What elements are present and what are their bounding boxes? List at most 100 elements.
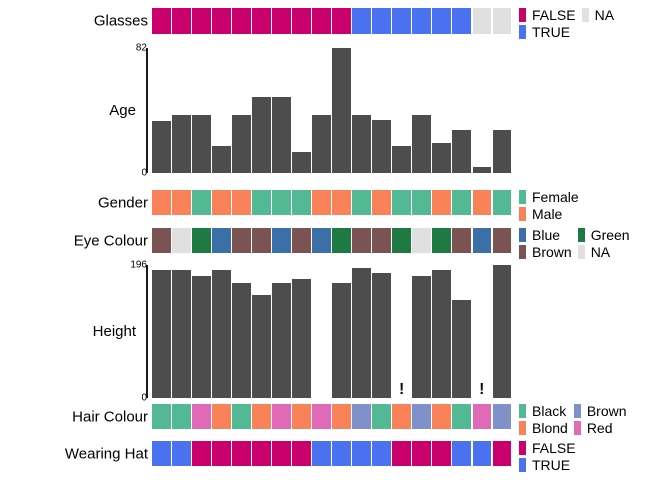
bar-slot[interactable] [172, 265, 191, 398]
tile-cell[interactable] [332, 404, 351, 429]
bar-slot[interactable] [252, 265, 271, 398]
tile-cell[interactable] [212, 8, 231, 34]
tile-cell[interactable] [172, 441, 191, 466]
tile-cell[interactable] [392, 190, 411, 215]
legend-item[interactable]: TRUE [519, 23, 576, 40]
legend-item[interactable]: Blond [519, 419, 568, 436]
bar-slot[interactable] [392, 48, 411, 173]
tile-cell[interactable] [452, 404, 471, 429]
tile-cell[interactable] [332, 190, 351, 215]
bar-slot[interactable]: ! [473, 265, 492, 398]
tile-cell[interactable] [332, 441, 351, 466]
tile-cell[interactable] [292, 8, 311, 34]
tile-cell[interactable] [292, 228, 311, 253]
legend-item[interactable]: Green [577, 226, 630, 243]
tile-cell[interactable] [412, 228, 431, 253]
tile-cell[interactable] [412, 8, 431, 34]
tile-cell[interactable] [232, 404, 251, 429]
bar-slot[interactable] [492, 48, 512, 173]
tile-cell[interactable] [332, 228, 351, 253]
bar-slot[interactable] [332, 48, 351, 173]
tile-cell[interactable] [372, 441, 391, 466]
tile-cell[interactable] [472, 441, 492, 466]
tile-cell[interactable] [412, 441, 431, 466]
bar-slot[interactable] [312, 265, 331, 398]
tile-cell[interactable] [152, 228, 171, 253]
tile-cell[interactable] [252, 8, 271, 34]
tile-cell[interactable] [312, 190, 331, 215]
bar-slot[interactable] [212, 265, 231, 398]
bar-slot[interactable] [192, 48, 211, 173]
tile-cell[interactable] [332, 8, 351, 34]
tile-cell[interactable] [192, 404, 211, 429]
tile-cell[interactable] [412, 190, 431, 215]
bar-slot[interactable] [412, 48, 431, 173]
tile-cell[interactable] [272, 441, 291, 466]
tile-cell[interactable] [432, 8, 451, 34]
tile-cell[interactable] [212, 441, 231, 466]
tile-cell[interactable] [372, 8, 391, 34]
tile-cell[interactable] [452, 228, 471, 253]
tile-cell[interactable] [352, 228, 371, 253]
tile-cell[interactable] [252, 404, 271, 429]
tile-cell[interactable] [432, 190, 451, 215]
tile-cell[interactable] [232, 228, 251, 253]
bar-slot[interactable] [492, 265, 512, 398]
tile-cell[interactable] [172, 8, 191, 34]
tile-cell[interactable] [412, 404, 431, 429]
tile-cell[interactable] [372, 228, 391, 253]
bar-slot[interactable] [152, 48, 171, 173]
legend-item[interactable]: Red [573, 419, 627, 436]
tile-cell[interactable] [312, 228, 331, 253]
tile-cell[interactable] [432, 441, 451, 466]
legend-item[interactable]: Male [519, 205, 579, 222]
tile-cell[interactable] [212, 228, 231, 253]
tile-cell[interactable] [252, 228, 271, 253]
tile-cell[interactable] [272, 8, 291, 34]
legend-item[interactable]: Female [519, 188, 579, 205]
tile-cell[interactable] [492, 441, 512, 466]
tile-cell[interactable] [472, 404, 492, 429]
tile-cell[interactable] [172, 404, 191, 429]
bar-slot[interactable] [292, 265, 311, 398]
bar-slot[interactable] [292, 48, 311, 173]
tile-cell[interactable] [212, 190, 231, 215]
tile-cell[interactable] [212, 404, 231, 429]
tile-cell[interactable] [272, 404, 291, 429]
tile-cell[interactable] [352, 441, 371, 466]
bar-slot[interactable] [172, 48, 191, 173]
bar-slot[interactable] [372, 265, 391, 398]
legend-item[interactable]: Brown [573, 402, 627, 419]
bar-slot[interactable] [232, 48, 251, 173]
legend-item[interactable]: Blue [519, 226, 572, 243]
bar-slot[interactable] [332, 265, 351, 398]
tile-cell[interactable] [352, 190, 371, 215]
legend-item[interactable]: Black [519, 402, 568, 419]
tile-cell[interactable] [392, 228, 411, 253]
bar-slot[interactable] [212, 48, 231, 173]
legend-item[interactable]: TRUE [519, 456, 576, 473]
tile-cell[interactable] [472, 8, 492, 34]
tile-cell[interactable] [232, 8, 251, 34]
tile-cell[interactable] [352, 8, 371, 34]
tile-cell[interactable] [472, 190, 492, 215]
bar-slot[interactable] [472, 48, 492, 173]
tile-cell[interactable] [152, 190, 171, 215]
tile-cell[interactable] [372, 190, 391, 215]
bar-slot[interactable] [272, 48, 291, 173]
bar-slot[interactable] [432, 48, 451, 173]
bar-slot[interactable] [432, 265, 451, 398]
tile-cell[interactable] [192, 8, 211, 34]
tile-cell[interactable] [272, 190, 291, 215]
tile-cell[interactable] [392, 404, 411, 429]
tile-cell[interactable] [432, 404, 451, 429]
tile-cell[interactable] [372, 404, 391, 429]
tile-cell[interactable] [232, 441, 251, 466]
tile-cell[interactable] [312, 8, 331, 34]
tile-cell[interactable] [272, 228, 291, 253]
tile-cell[interactable] [352, 404, 371, 429]
tile-cell[interactable] [472, 228, 492, 253]
tile-cell[interactable] [292, 441, 311, 466]
legend-item[interactable]: NA [581, 6, 614, 23]
bar-slot[interactable] [192, 265, 211, 398]
